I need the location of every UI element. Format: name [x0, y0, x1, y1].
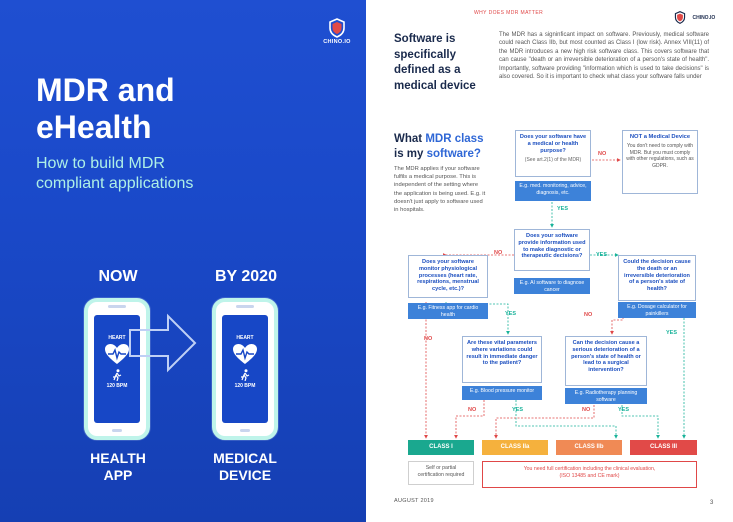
label-no: NO — [584, 312, 593, 318]
page-number: 3 — [710, 500, 714, 506]
section-body: The MDR applies if your software fulfils… — [394, 166, 486, 214]
heart-pulse-icon — [105, 344, 129, 364]
label-no: NO — [598, 151, 607, 157]
intro-title: Software is specifically defined as a me… — [394, 33, 476, 92]
class-i-badge: CLASS I — [408, 440, 474, 455]
flow-q3-example: E.g. Fitness app for cardio health — [408, 303, 488, 319]
flow-q5: Are these vital parameters where variati… — [462, 336, 542, 383]
label-no: NO — [424, 336, 433, 342]
label-yes: YES — [512, 407, 524, 413]
class-iia-badge: CLASS IIa — [482, 440, 548, 455]
flow-q1: Does your software have a medical or hea… — [515, 130, 591, 177]
cover-logo: CHINO.IO — [322, 18, 352, 45]
label-yes: YES — [557, 206, 569, 212]
label-yes: YES — [505, 311, 517, 317]
label-by-2020: BY 2020 — [215, 268, 277, 285]
self-certification-note: Self or partial certification required — [408, 461, 474, 485]
flow-q6-example: E.g. Radiotherapy planning software — [565, 388, 647, 404]
flow-q2: Does your software provide information u… — [514, 229, 590, 271]
phone-health-app: HEART 120 BPM — [84, 298, 150, 440]
flow-q4-example: E.g. Dosage calculator for painkillers — [618, 302, 696, 318]
class-iib-badge: CLASS IIb — [556, 440, 622, 455]
running-person-icon — [241, 369, 250, 381]
label-medical-device: MEDICAL DEVICE — [213, 450, 277, 483]
label-yes: YES — [596, 252, 608, 258]
flow-q5-example: E.g. Blood pressure monitor — [462, 386, 542, 400]
label-now: NOW — [98, 268, 138, 285]
cover-title: MDR and eHealth — [36, 72, 175, 145]
flow-q2-example: E.g. AI software to diagnose cancer — [514, 278, 590, 294]
page-logo-text: CHINO.IO — [692, 14, 716, 21]
label-health-app: HEALTH APP — [90, 450, 146, 483]
flow-q6: Can the decision cause a serious deterio… — [565, 336, 647, 386]
cover-logo-text: CHINO.IO — [323, 39, 351, 45]
page-logo: CHINO.IO — [674, 9, 715, 27]
shield-logo-icon — [329, 18, 345, 38]
flow-q4: Could the decision cause the death or an… — [618, 255, 696, 301]
label-no: NO — [468, 407, 477, 413]
flow-q3: Does your software monitor physiological… — [408, 255, 488, 298]
class-iii-badge: CLASS III — [630, 440, 697, 455]
section-title: What MDR class is my software? — [394, 133, 484, 160]
full-certification-note: You need full certification including th… — [482, 461, 697, 488]
heart-pulse-icon — [233, 344, 257, 364]
running-header: WHY DOES MDR MATTER — [474, 10, 544, 16]
cover-page: CHINO.IO MDR and eHealth How to build MD… — [0, 0, 366, 522]
label-no: NO — [494, 250, 503, 256]
footer-date: AUGUST 2019 — [394, 498, 434, 504]
intro-body: The MDR has a signinficant impact on sof… — [499, 32, 709, 81]
shield-logo-icon — [674, 11, 686, 25]
not-medical-device-box: NOT a Medical Device You don't need to c… — [622, 130, 698, 194]
arrow-right-icon — [129, 313, 197, 373]
flow-q1-example: E.g. med. monitoring, advice, diagnosis,… — [515, 181, 591, 201]
cover-subtitle: How to build MDR compliant applications — [36, 155, 194, 192]
label-yes: YES — [666, 330, 678, 336]
content-page: WHY DOES MDR MATTER CHINO.IO Software is… — [366, 0, 733, 522]
phone-medical-device: HEART 120 BPM — [212, 298, 278, 440]
running-person-icon — [113, 369, 122, 381]
label-yes: YES — [618, 407, 630, 413]
phone-screen: HEART 120 BPM — [222, 315, 268, 423]
label-no: NO — [582, 407, 591, 413]
phone-screen: HEART 120 BPM — [94, 315, 140, 423]
